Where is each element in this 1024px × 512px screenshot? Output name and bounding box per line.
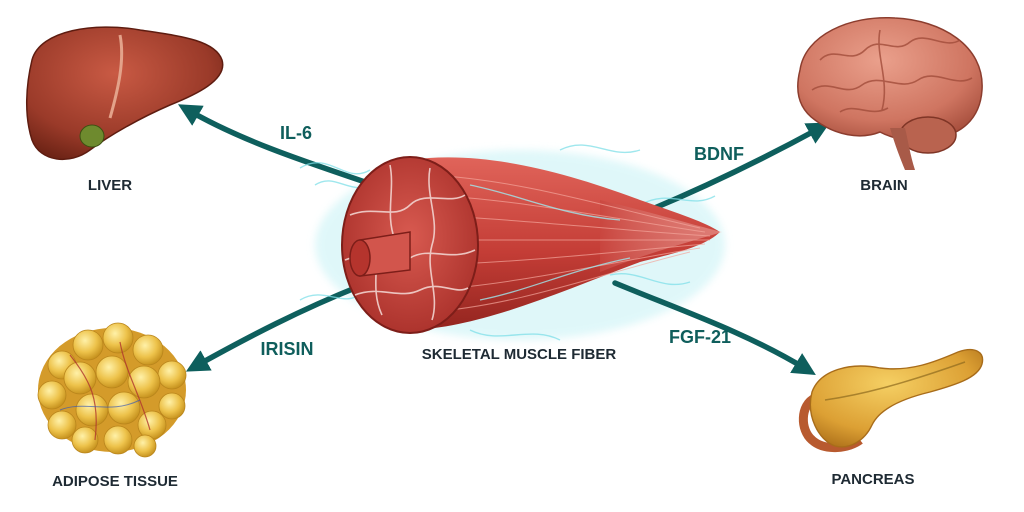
signal-irisin: IRISIN: [260, 339, 313, 359]
muscle-tail: [600, 200, 722, 272]
signal-fgf-21: FGF-21: [669, 327, 731, 347]
label-liver: LIVER: [88, 177, 132, 194]
arrow-to-brain: [647, 122, 831, 213]
signal-bdnf: BDNF: [694, 144, 744, 164]
fascicles: [344, 164, 476, 321]
arrows: [177, 104, 831, 375]
label-pancreas: PANCREAS: [831, 471, 914, 488]
liver-icon: [26, 26, 224, 160]
brain-illustration: [797, 16, 983, 170]
inner-fiber: [349, 231, 411, 277]
arrow-to-pancreas: [612, 280, 816, 375]
muscle-body: [410, 157, 720, 330]
skeletal-muscle-fiber: [341, 156, 722, 334]
arrow-to-adipose: [185, 283, 363, 372]
label-skeletal-muscle-fiber: SKELETAL MUSCLE FIBER: [422, 346, 617, 363]
pancreas-illustration: [798, 348, 984, 452]
brainstem-icon: [890, 128, 915, 170]
liver-illustration: [26, 26, 224, 160]
label-adipose-tissue: ADIPOSE TISSUE: [52, 473, 178, 490]
adipose-illustration: [37, 322, 187, 458]
arrow-to-liver: [177, 104, 371, 186]
adipose-icon: [37, 322, 187, 458]
label-brain: BRAIN: [860, 177, 908, 194]
gallbladder-icon: [79, 124, 105, 148]
signal-il-6: IL-6: [280, 123, 312, 143]
brain-icon: [797, 16, 983, 141]
pancreas-icon: [809, 348, 984, 448]
